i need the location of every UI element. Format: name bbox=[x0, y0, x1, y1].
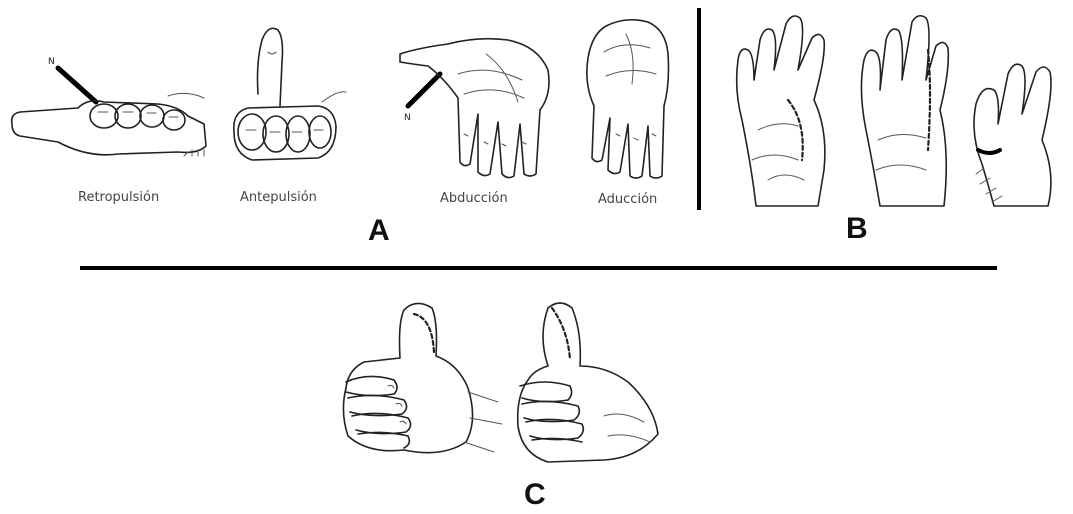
hand-adduction-illustration bbox=[576, 14, 686, 184]
panel-label-b: B bbox=[846, 212, 868, 246]
caption-retropulsion: Retropulsión bbox=[78, 190, 159, 205]
marker-label-abduction: N bbox=[404, 113, 411, 123]
thumbs-up-illustration bbox=[338, 292, 508, 472]
marker-label: N bbox=[48, 57, 55, 67]
hand-abduction-illustration: N bbox=[398, 14, 558, 184]
caption-aduccion: Aducción bbox=[598, 192, 657, 207]
panel-label-c: C bbox=[524, 478, 546, 512]
caption-abduccion: Abducción bbox=[440, 191, 508, 206]
hand-opposition-illustration-2 bbox=[856, 10, 956, 210]
hand-opposition-illustration bbox=[728, 10, 848, 210]
caption-antepulsion: Antepulsión bbox=[240, 190, 317, 205]
hand-retropulsion-illustration: N bbox=[8, 50, 218, 170]
thumbs-up-illustration-2 bbox=[508, 296, 678, 476]
hand-antepulsion-illustration bbox=[222, 22, 352, 172]
panel-label-a: A bbox=[368, 214, 390, 248]
hand-opposition-illustration-3 bbox=[966, 44, 1066, 210]
horizontal-divider bbox=[80, 266, 997, 270]
vertical-divider bbox=[697, 8, 701, 210]
